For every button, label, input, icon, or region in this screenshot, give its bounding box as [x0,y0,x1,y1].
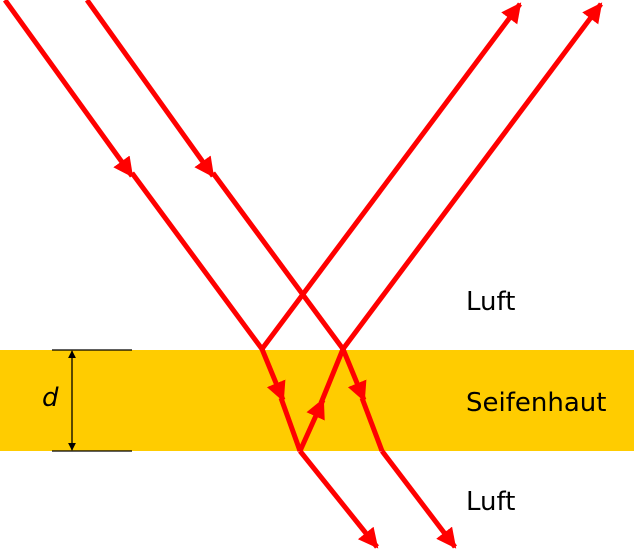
label-soap-film: Seifenhaut [466,388,607,418]
incident-ray-1 [129,171,265,351]
refracted-ray-2-arrow [340,348,367,402]
reflected-ray-1 [259,2,523,351]
internal-reflection [318,348,346,404]
label-air-top: Luft [466,287,516,317]
transmitted-ray-1 [298,449,379,549]
refracted-ray-2 [359,397,385,452]
internal-reflection-arrow [297,398,326,453]
transmitted-ray-2 [380,449,457,549]
refracted-ray-1-arrow [259,348,286,402]
incident-ray-2-arrow [84,0,216,178]
refracted-ray-1 [278,397,303,452]
incident-ray-1-arrow [2,0,135,178]
label-thickness: d [42,383,59,413]
incident-ray-2 [210,171,346,351]
label-air-bottom: Luft [466,487,516,517]
reflected-ray-2 [340,2,604,351]
